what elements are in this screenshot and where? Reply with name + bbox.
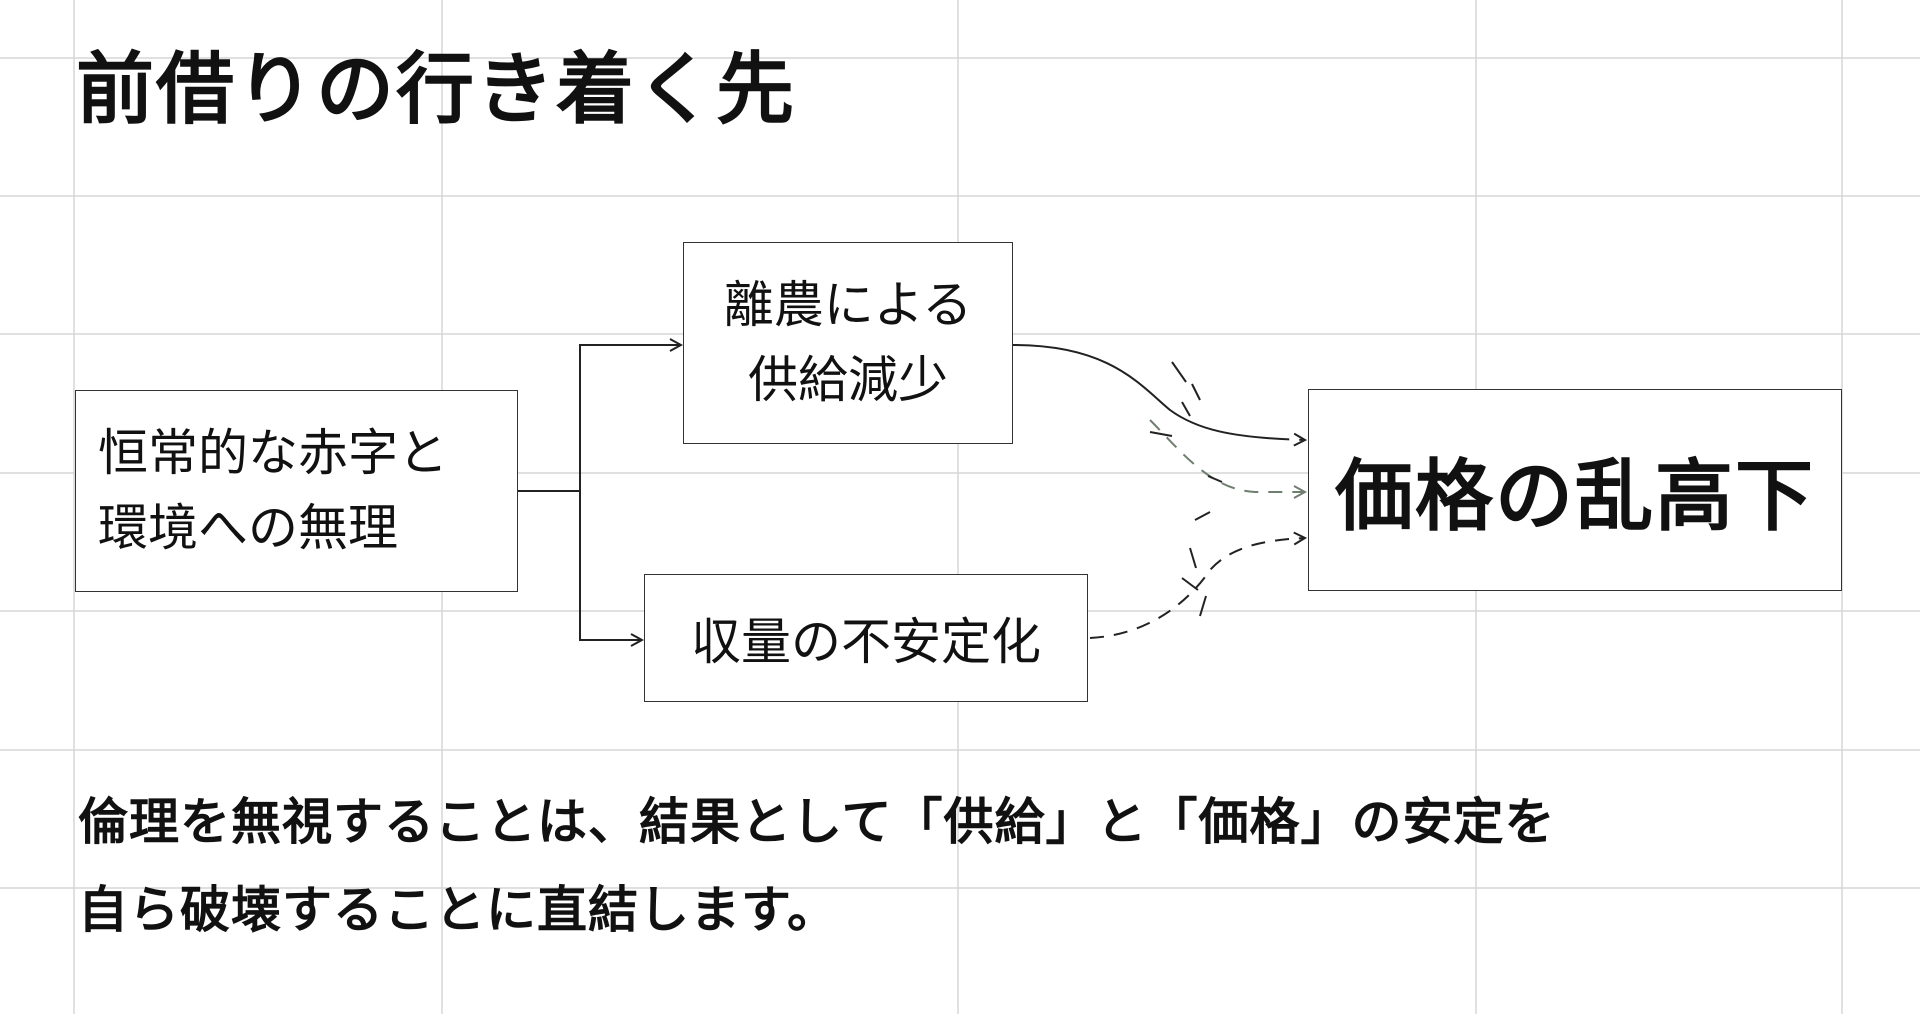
node-cause: 恒常的な赤字と 環境への無理 [75,390,518,592]
node-supply-decrease: 離農による 供給減少 [683,242,1013,444]
node-cause-line-2: 環境への無理 [98,499,398,557]
node-yield-instability: 収量の不安定化 [644,574,1088,702]
node-supply-line-1: 離農による [723,276,973,334]
node-price-volatility: 価格の乱高下 [1308,389,1842,591]
arrow-supply-to-price [1012,344,1305,440]
node-yield-line-1: 収量の不安定化 [691,613,1041,671]
arrow-cause-to-yield [579,491,642,640]
arrow-yield-to-price [1089,538,1305,639]
conclusion-text: 倫理を無視することは、結果として「供給」と「価格」の安定を 自ら破壊することに直… [78,778,1556,954]
arrow-cause-to-supply [579,345,681,491]
conclusion-line-2: 自ら破壊することに直結します。 [78,881,838,939]
page-title: 前借りの行き着く先 [76,45,797,135]
node-cause-line-1: 恒常的な赤字と [98,424,448,482]
conclusion-line-1: 倫理を無視することは、結果として「供給」と「価格」の安定を [78,793,1556,851]
node-supply-line-2: 供給減少 [748,351,948,409]
arrow-mid-to-price [1149,419,1305,492]
arrow-fragments [1149,361,1223,617]
node-price-line-1: 価格の乱高下 [1334,452,1815,542]
